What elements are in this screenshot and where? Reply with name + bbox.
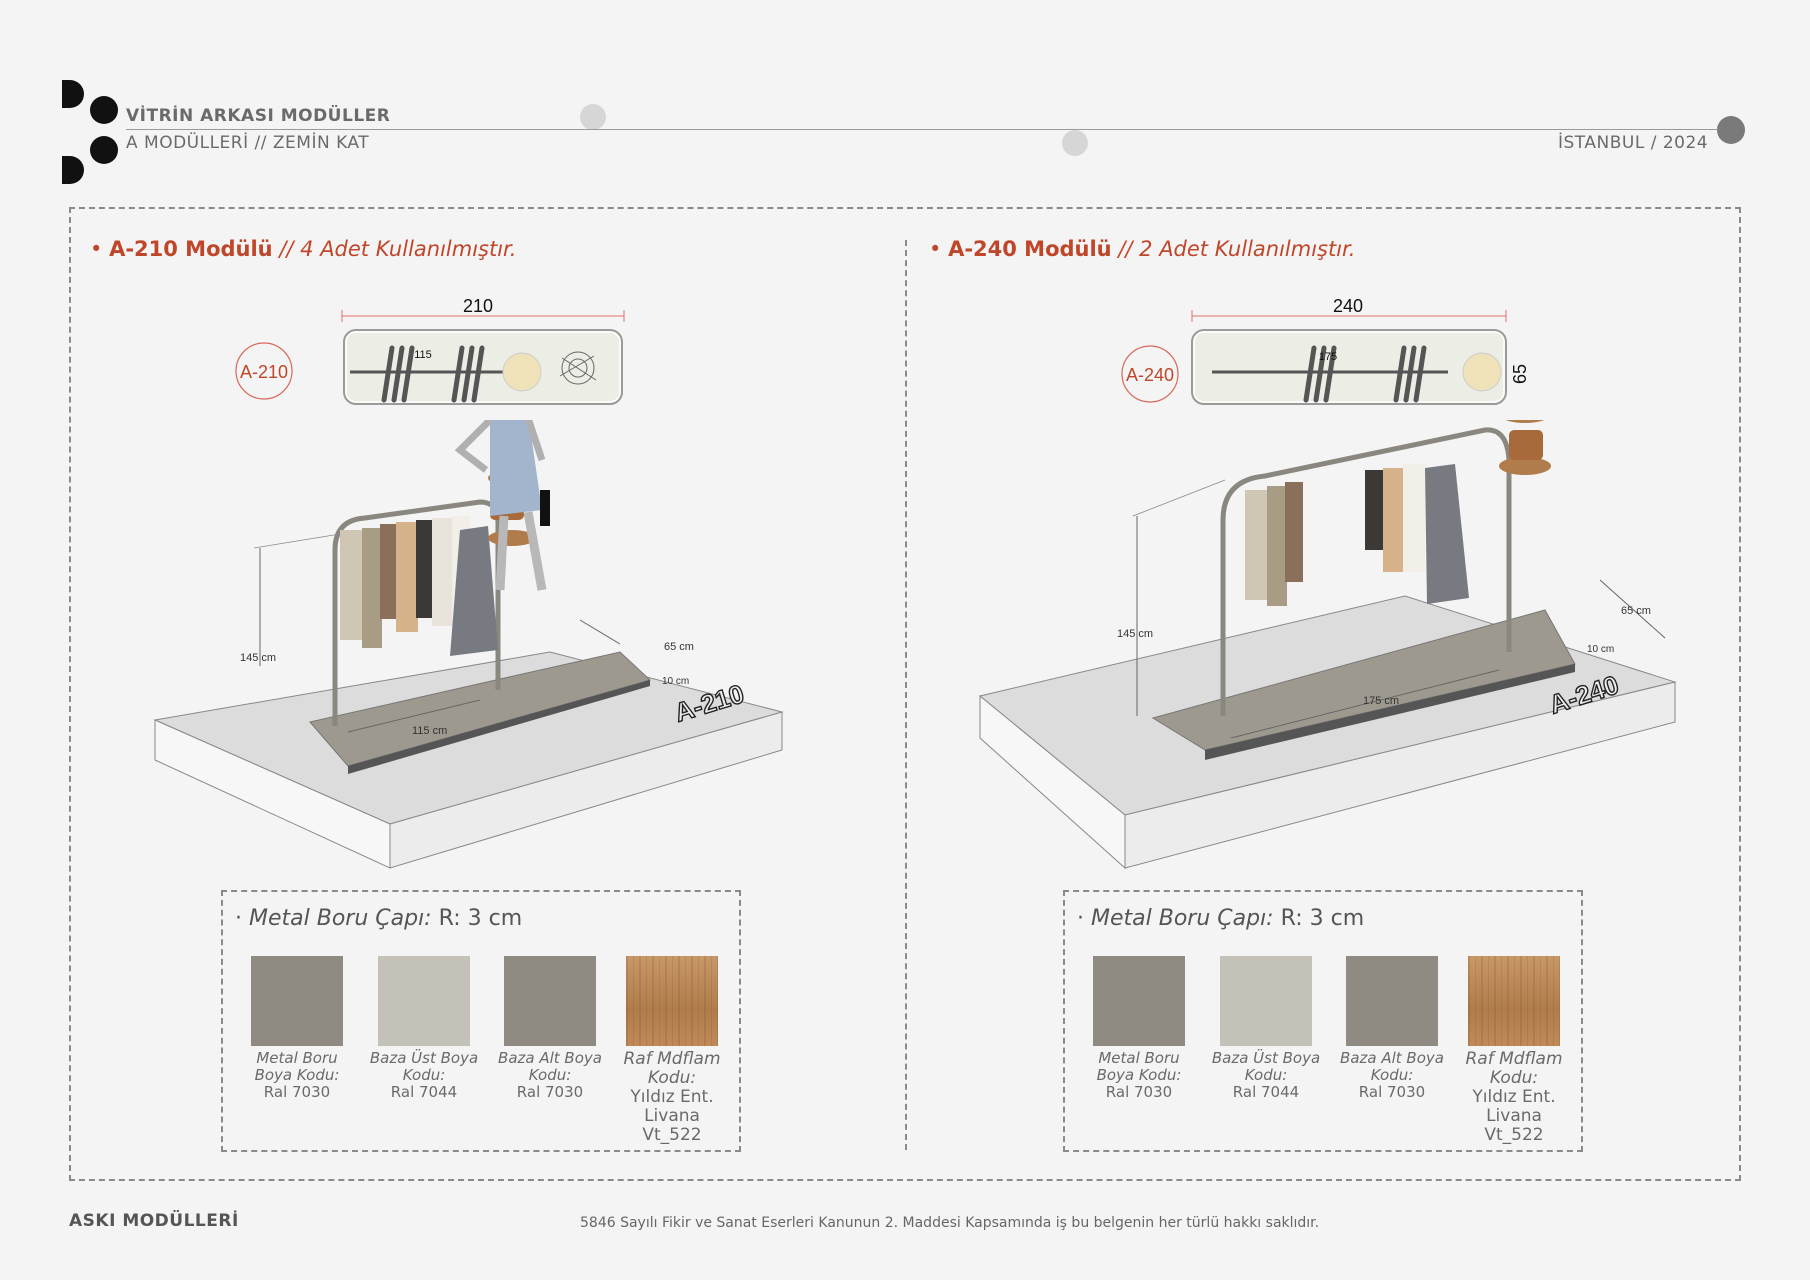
swatch-base-bottom [504,956,596,1046]
module-title-a240: • A-240 Modülü // 2 Adet Kullanılmıştır. [929,237,1356,261]
swatch-label: Raf Mdflam Kodu:Yıldız Ent. Livana Vt_52… [1465,1049,1563,1145]
swatch-base-top [1220,956,1312,1046]
render-height: 145 cm [240,652,276,664]
swatch-shelf-wood [626,956,718,1046]
header-decoration [0,0,1810,190]
module-title-a210: • A-210 Modülü // 4 Adet Kullanılmıştır. [90,237,517,261]
spec-box-a210: · Metal Boru Çapı: R: 3 cm Metal Boru Bo… [221,890,741,1152]
swatch-label: Raf Mdflam Kodu:Yıldız Ent. Livana Vt_52… [623,1049,721,1145]
render-depth: 65 cm [1621,605,1651,617]
render-height: 145 cm [1117,628,1153,640]
spec-heading: · Metal Boru Çapı: R: 3 cm [1077,906,1365,931]
swatch-label: Baza Alt Boya Kodu:Ral 7030 [498,1049,602,1101]
plan-drawing-a210: A-210 210 65 115 [235,296,625,405]
spec-box-a240: · Metal Boru Çapı: R: 3 cm Metal Boru Bo… [1063,890,1583,1152]
render-rail: 175 cm [1363,695,1399,707]
content-frame [69,207,1741,1181]
swatch-label: Baza Alt Boya Kodu:Ral 7030 [1340,1049,1444,1101]
spec-heading: · Metal Boru Çapı: R: 3 cm [235,906,523,931]
render-rail: 115 cm [412,725,447,737]
plan-inner: 115 [414,349,432,361]
plan-depth: 65 [1510,364,1530,384]
swatch-shelf-wood [1468,956,1560,1046]
render-base: 10 cm [1587,644,1614,655]
plan-length: 210 [463,296,493,316]
header-rule [126,129,1718,130]
swatch-label: Baza Üst Boya Kodu:Ral 7044 [369,1049,479,1101]
render-base: 10 cm [662,676,689,687]
page-title: VİTRİN ARKASI MODÜLLER [126,106,391,126]
plan-inner: 175 [1319,351,1337,363]
swatch-metal-pipe [1093,956,1185,1046]
column-divider [905,240,907,1150]
swatch-base-top [378,956,470,1046]
render-depth: 65 cm [664,641,694,653]
swatch-metal-pipe [251,956,343,1046]
footer-copyright: 5846 Sayılı Fikir ve Sanat Eserleri Kanu… [580,1215,1320,1231]
swatch-label: Metal Boru Boya Kodu:Ral 7030 [1096,1049,1182,1101]
render-a240: 145 cm 65 cm 10 cm 175 cm A-240 [978,420,1677,870]
render-a210: 145 cm 65 cm 10 cm 115 cm A-210 [153,420,784,869]
plan-drawing-a240: A-240 240 65 175 [1121,296,1530,405]
swatch-base-bottom [1346,956,1438,1046]
swatch-label: Metal Boru Boya Kodu:Ral 7030 [254,1049,340,1101]
footer-section-title: ASKI MODÜLLERİ [69,1211,239,1231]
location-year: İSTANBUL / 2024 [1558,133,1709,153]
plan-code: A-240 [1126,365,1174,385]
plan-code: A-210 [240,362,288,382]
plan-length: 240 [1333,296,1363,316]
swatch-label: Baza Üst Boya Kodu:Ral 7044 [1211,1049,1321,1101]
page-subtitle: A MODÜLLERİ // ZEMİN KAT [126,133,370,153]
